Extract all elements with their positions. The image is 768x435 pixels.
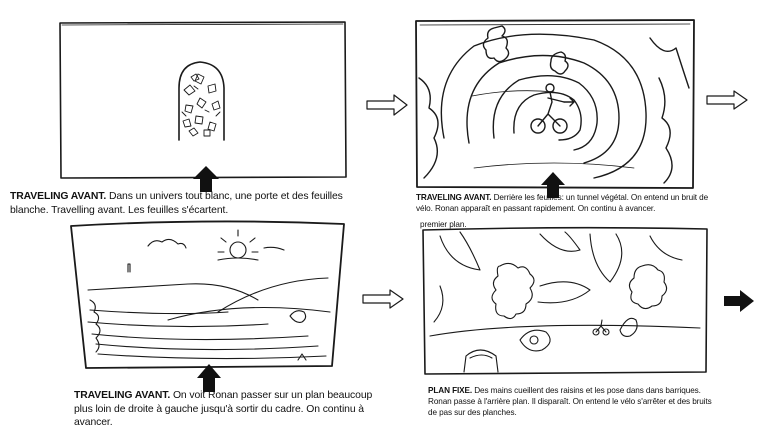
storyboard-panel-4 bbox=[420, 226, 710, 376]
panel-1-caption: TRAVELING AVANT. Dans un univers tout bl… bbox=[10, 191, 343, 216]
panel-3-caption: TRAVELING AVANT. On voit Ronan passer su… bbox=[74, 390, 373, 429]
storyboard-panel-1 bbox=[58, 20, 348, 180]
outline-right-arrow-icon bbox=[366, 94, 408, 121]
panel-4-caption: PLAN FIXE. Des mains cueillent des raisi… bbox=[428, 386, 712, 417]
outline-right-arrow-icon bbox=[362, 289, 404, 314]
black-right-arrow-icon bbox=[724, 290, 754, 317]
black-up-arrow-icon bbox=[196, 364, 222, 397]
panel-2-caption-extra: premier plan. bbox=[420, 220, 467, 229]
panel-4-sketch bbox=[422, 226, 708, 375]
outline-right-arrow-icon bbox=[706, 90, 748, 115]
black-up-arrow-icon bbox=[540, 172, 566, 203]
panel-2-sketch bbox=[415, 19, 695, 189]
panel-1-sketch bbox=[59, 21, 347, 179]
panel-3-sketch bbox=[70, 220, 345, 369]
black-up-arrow-icon bbox=[192, 166, 220, 197]
storyboard-panel-3 bbox=[68, 220, 348, 370]
storyboard-panel-2 bbox=[414, 18, 696, 190]
panel-2-caption: TRAVELING AVANT. Derrière les feuilles: … bbox=[416, 193, 709, 213]
